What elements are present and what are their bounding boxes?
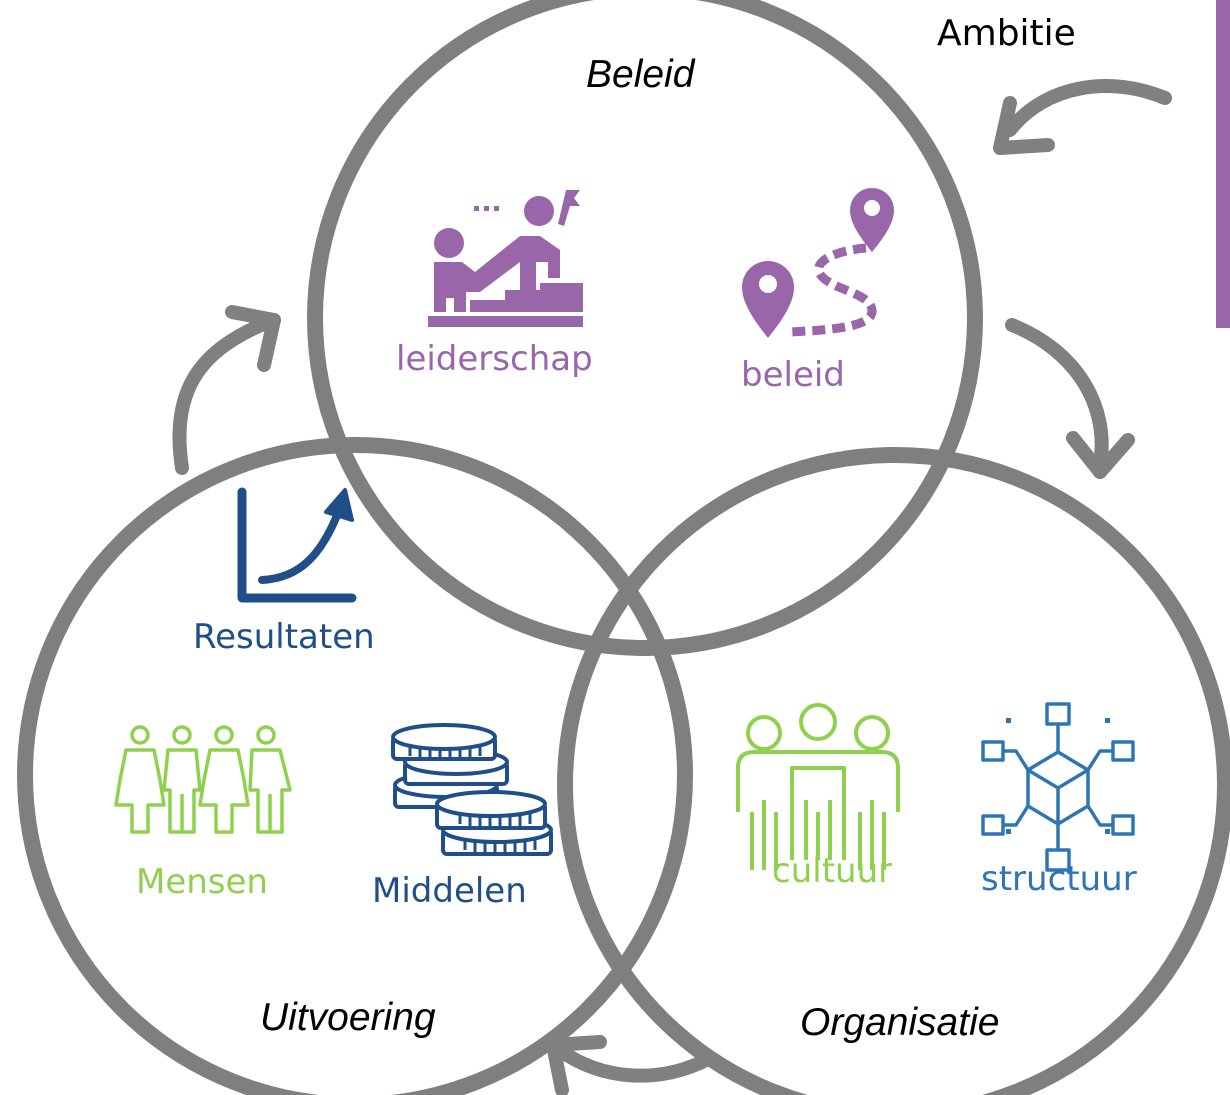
structure-label: structuur [981,859,1137,899]
circle-beleid [307,0,983,656]
circle-title-uitvoering: Uitvoering [260,996,436,1039]
circle-title-beleid: Beleid [586,53,695,96]
ambition-label: Ambitie [937,13,1076,54]
ambitie-arrow [993,79,1172,155]
resources-label: Middelen [372,871,527,911]
culture-label: cultuur [772,851,893,891]
accent-bar [1216,0,1230,328]
leadership-label: leiderschap [396,339,593,379]
arrow-beleid-to-organisatie [1005,318,1135,479]
coin-stacks-icon [391,723,553,856]
people-group-icon [114,725,292,834]
cycle-arrows [172,79,1172,1095]
results-label: Resultaten [193,617,375,657]
network-structure-icon [981,702,1135,872]
arrow-uitvoering-to-beleid [172,305,281,475]
circle-organisatie [557,447,1230,1095]
people-label: Mensen [136,862,268,902]
policy-label: beleid [741,355,845,395]
leadership-stairs-icon [428,190,583,327]
arrow-organisatie-to-uitvoering [546,1035,717,1095]
growth-chart-icon [237,487,357,603]
circle-uitvoering [17,437,693,1095]
team-culture-icon [736,703,900,870]
circle-title-organisatie: Organisatie [800,1001,1000,1044]
route-map-pins-icon [742,188,894,338]
